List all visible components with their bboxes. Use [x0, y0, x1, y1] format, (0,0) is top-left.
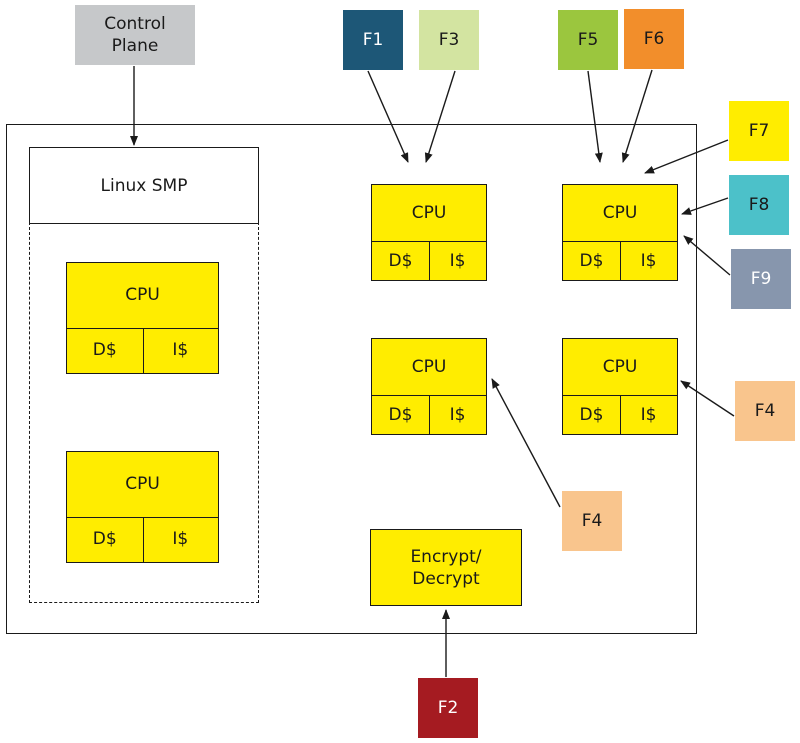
data-cache: D$: [563, 241, 621, 280]
instruction-cache: I$: [172, 340, 189, 361]
arrow-f5: [587, 70, 603, 163]
cpu-block: CPU D$ I$: [66, 262, 219, 374]
flow-box-f1: F1: [343, 10, 403, 70]
flow-box-f9: F9: [731, 249, 791, 309]
encrypt-decrypt-block: Encrypt/ Decrypt: [370, 529, 522, 606]
flow-box-f8: F8: [729, 175, 789, 235]
flow-box-f4: F4: [735, 381, 795, 441]
flow-box-f2: F2: [418, 678, 478, 738]
instruction-cache: I$: [640, 404, 657, 425]
cpu-label: CPU: [67, 263, 218, 329]
flow-box-f4: F4: [562, 491, 622, 551]
cpu-block: CPU D$ I$: [371, 338, 487, 435]
encrypt-decrypt-label: Encrypt/ Decrypt: [410, 546, 482, 589]
data-cache: D$: [372, 241, 430, 280]
arrow-f8: [681, 197, 729, 215]
instruction-cache: I$: [449, 404, 466, 425]
arrow-f1: [367, 70, 409, 163]
linux-smp-label: Linux SMP: [100, 175, 188, 196]
system-boundary: [6, 124, 697, 634]
linux-smp-dashed-region: [29, 222, 259, 603]
data-cache: D$: [372, 395, 430, 434]
cpu-label: CPU: [67, 452, 218, 518]
flow-box-f7: F7: [729, 101, 789, 161]
instruction-cache: I$: [640, 250, 657, 271]
arrow-f4-lower: [491, 378, 561, 508]
data-cache: D$: [563, 395, 621, 434]
arrow-f7: [644, 139, 729, 174]
arrow-f4-right: [680, 380, 735, 417]
cpu-block: CPU D$ I$: [371, 184, 487, 281]
control-plane-box: Control Plane: [75, 5, 195, 65]
flow-box-f5: F5: [558, 10, 618, 70]
cpu-block: CPU D$ I$: [66, 451, 219, 563]
instruction-cache: I$: [172, 529, 189, 550]
cpu-block: CPU D$ I$: [562, 184, 678, 281]
arrow-f6: [621, 69, 653, 163]
cpu-block: CPU D$ I$: [562, 338, 678, 435]
arrow-f9: [683, 235, 731, 276]
linux-smp-box: Linux SMP: [29, 147, 259, 224]
flow-box-f3: F3: [419, 10, 479, 70]
data-cache: D$: [67, 327, 144, 373]
data-cache: D$: [67, 516, 144, 562]
flow-box-f6: F6: [624, 9, 684, 69]
arrow-f3: [424, 70, 456, 163]
instruction-cache: I$: [449, 250, 466, 271]
